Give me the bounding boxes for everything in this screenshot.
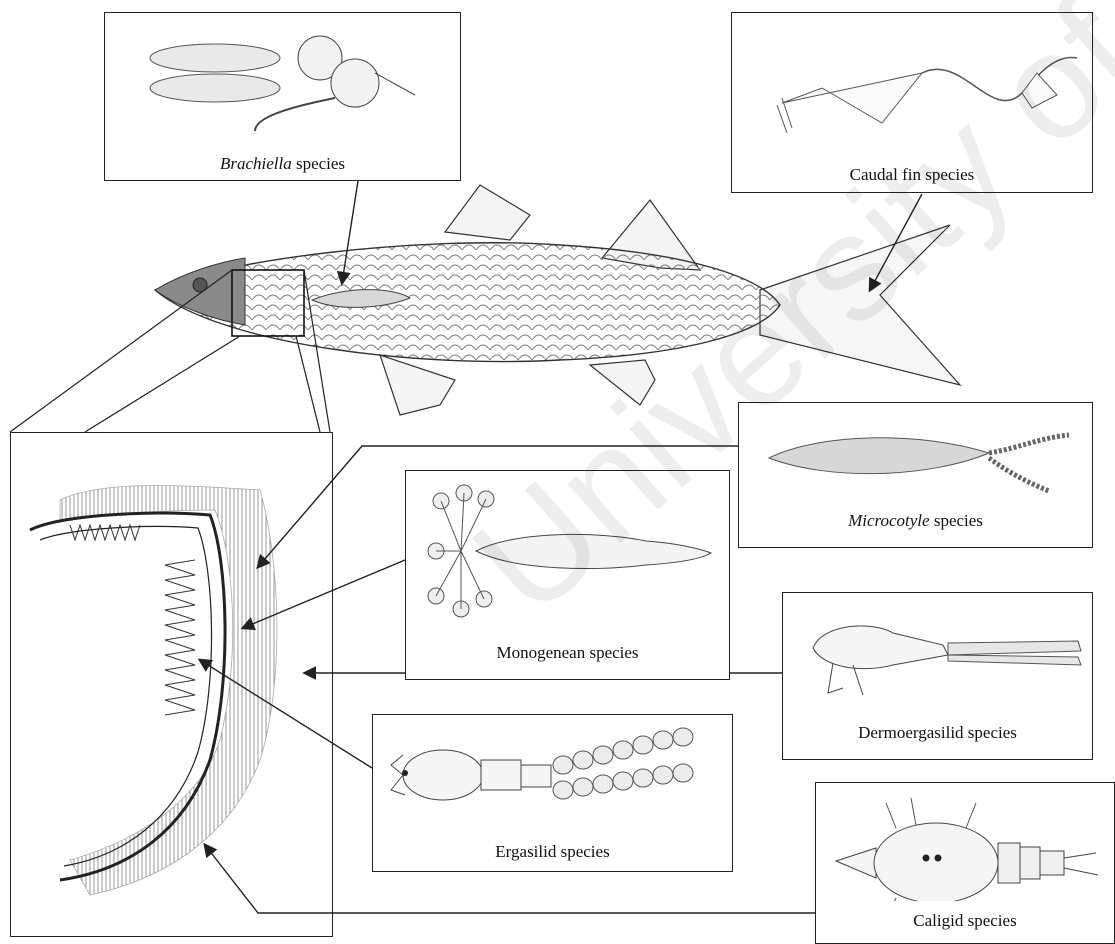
fish-pelvic-fin <box>380 355 455 415</box>
dermoergasilid-panel: Dermoergasilid species <box>782 592 1093 760</box>
monogenean-caption: Monogenean species <box>406 643 729 663</box>
ergasilid-panel: Ergasilid species <box>372 714 733 872</box>
microcotyle-caption: Microcotyle species <box>739 511 1092 531</box>
dermoergasilid-sketch <box>783 593 1088 708</box>
caudal-panel: Caudal fin species <box>731 12 1093 193</box>
brachiella-caption: Brachiella species <box>105 154 460 174</box>
fish-caudal-fin <box>760 225 960 385</box>
ergasilid-sketch <box>373 715 728 833</box>
dermoergasilid-caption: Dermoergasilid species <box>783 723 1092 743</box>
brachiella-sketch <box>105 13 459 143</box>
gill-panel <box>10 432 333 937</box>
fish-body <box>155 243 780 362</box>
caudal-caption: Caudal fin species <box>732 165 1092 185</box>
microcotyle-panel: Microcotyle species <box>738 402 1093 548</box>
monogenean-panel: Monogenean species <box>405 470 730 680</box>
brachiella-panel: Brachiella species <box>104 12 461 181</box>
fish-dorsal-fin-1 <box>445 185 530 240</box>
microcotyle-sketch <box>739 403 1089 503</box>
caligid-caption: Caligid species <box>816 911 1114 931</box>
fish-illustration <box>155 185 960 415</box>
caligid-panel: Caligid species <box>815 782 1115 944</box>
fish-anal-fin <box>590 360 655 405</box>
ergasilid-caption: Ergasilid species <box>373 842 732 862</box>
caudal-sketch <box>732 13 1090 153</box>
caligid-sketch <box>816 783 1114 901</box>
monogenean-sketch <box>406 471 726 641</box>
